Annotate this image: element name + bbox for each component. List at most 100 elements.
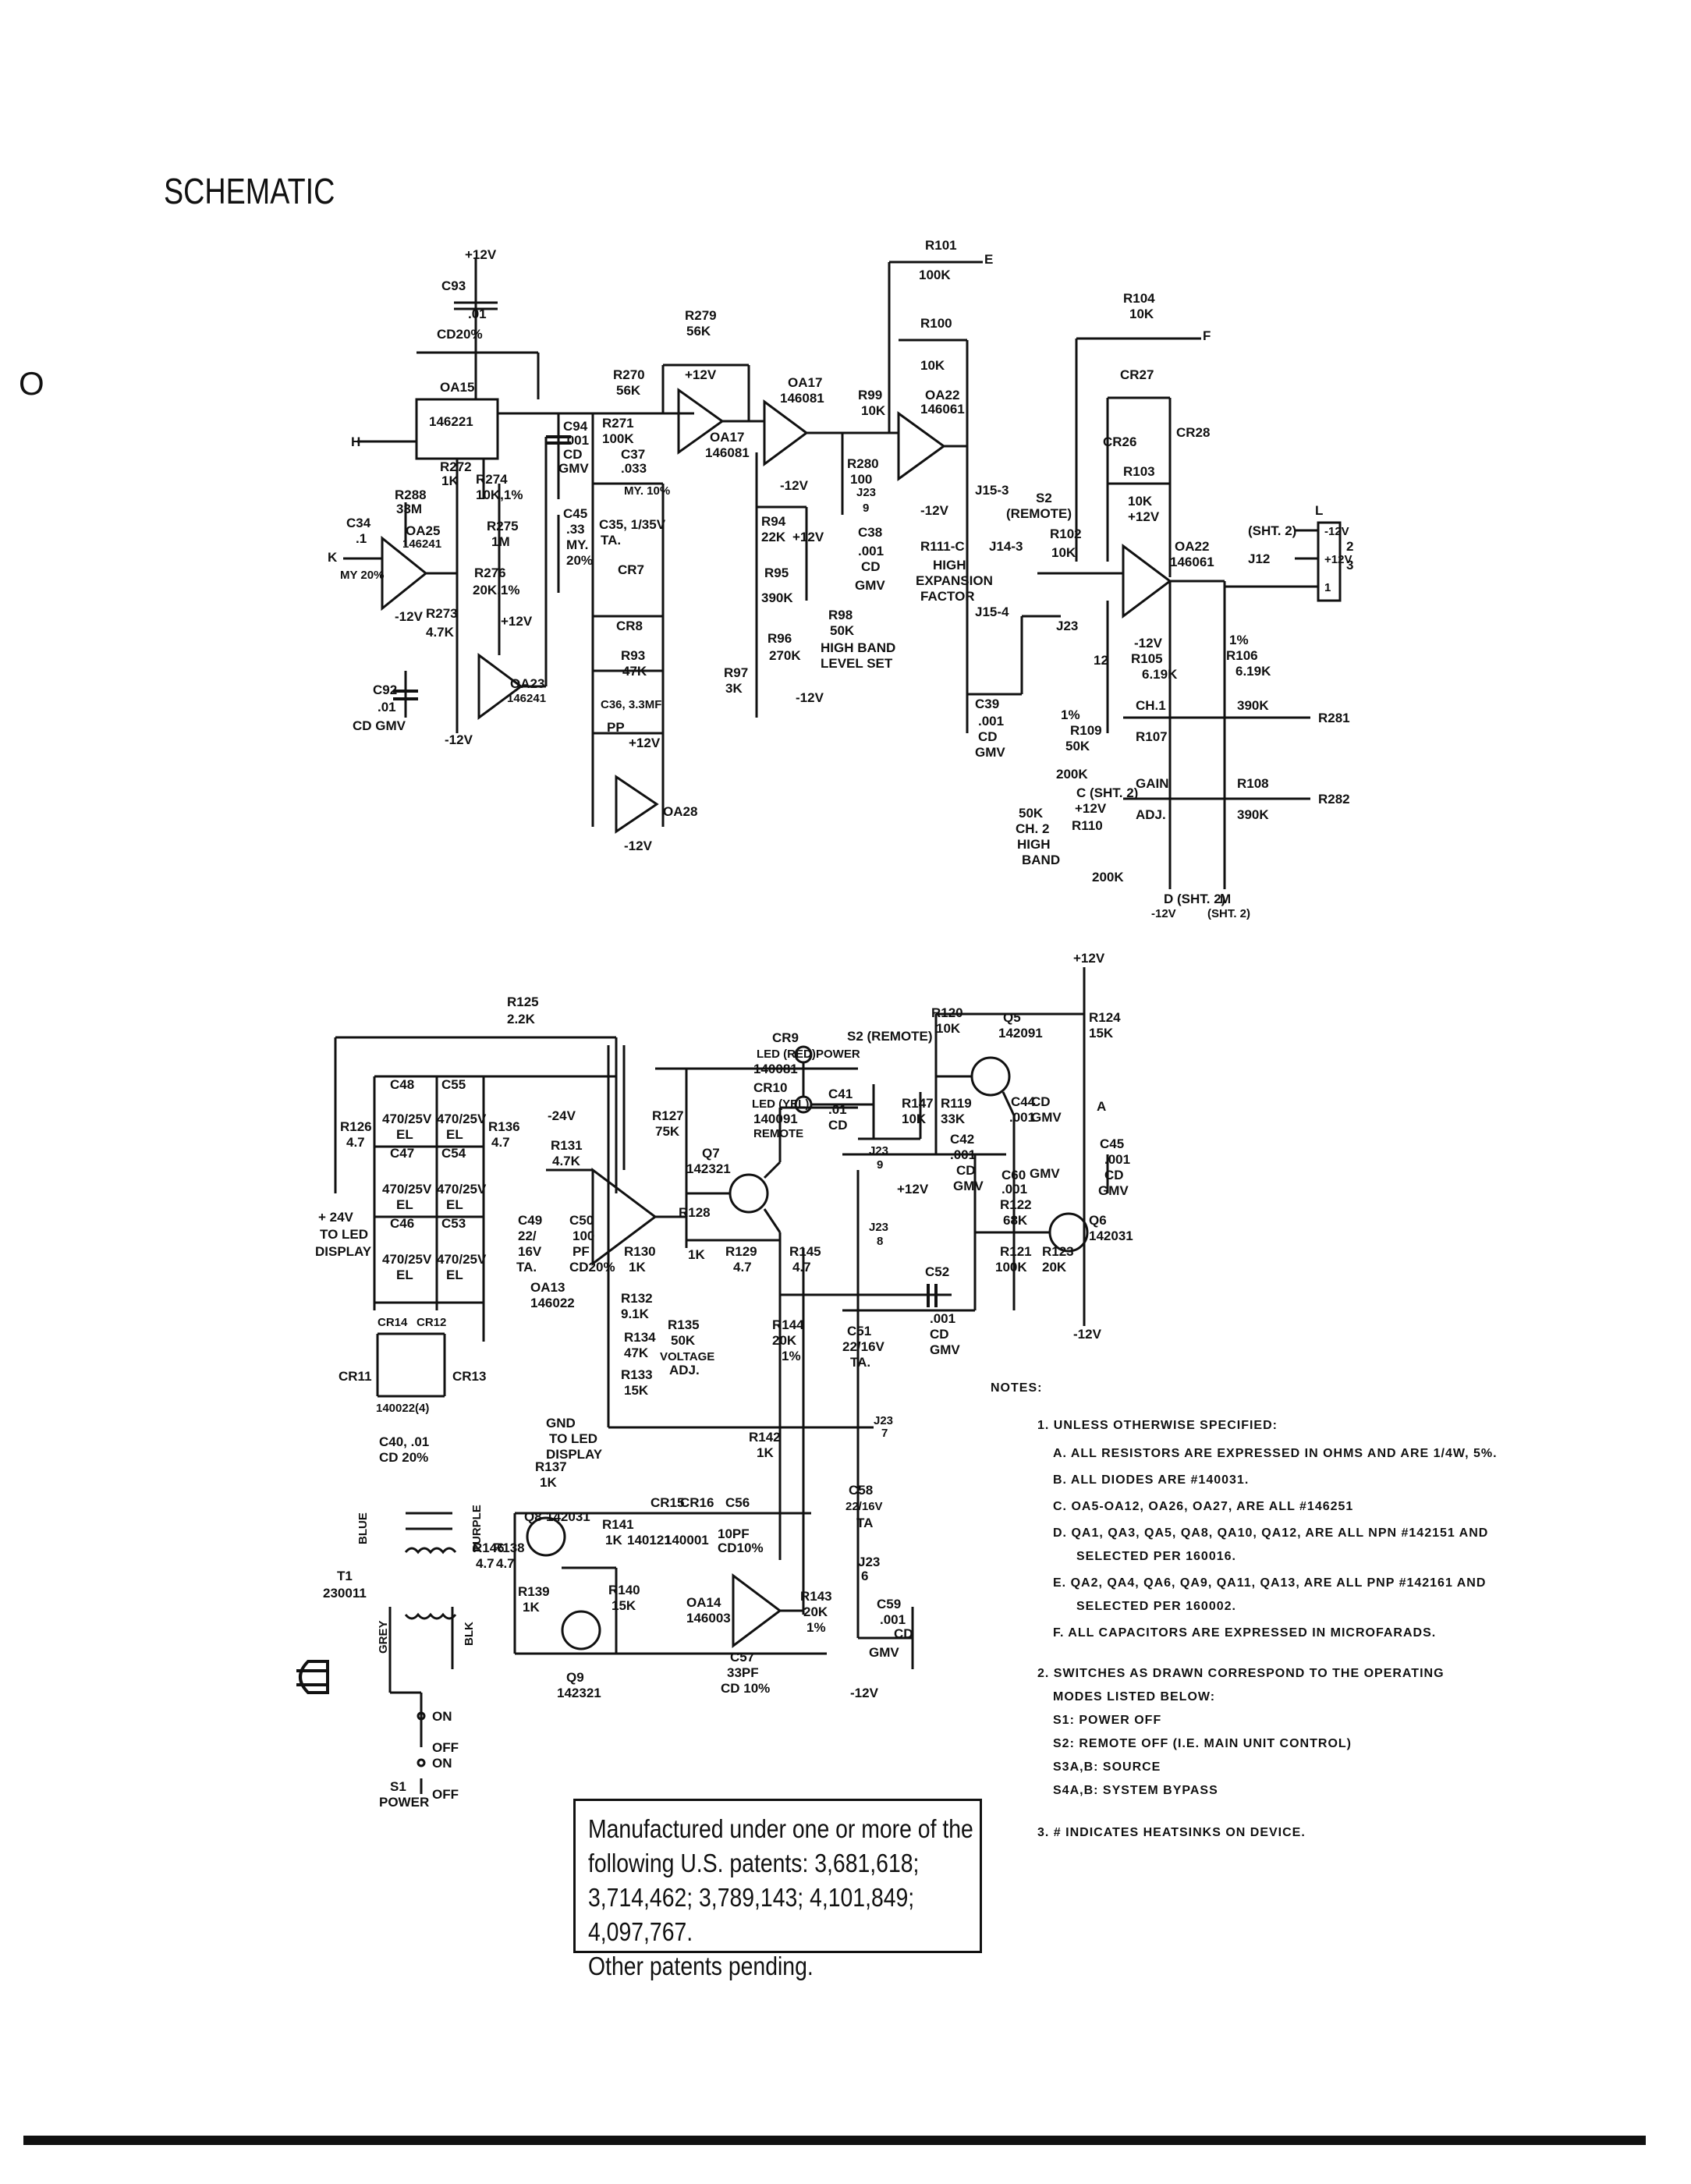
label: GMV (1031, 1110, 1062, 1125)
label: CD (563, 447, 583, 462)
label: HIGH (1017, 837, 1051, 852)
label: C41 (828, 1087, 853, 1101)
label: R104 (1123, 291, 1155, 306)
notes-line: S1: POWER OFF (1053, 1714, 1161, 1727)
label: R141 (602, 1517, 634, 1532)
label: 10K (936, 1021, 961, 1036)
label: CD (1104, 1168, 1124, 1182)
label: -12V (1151, 907, 1176, 920)
label: TA. (601, 533, 621, 548)
label: 22K (761, 530, 786, 544)
label: 146221 (429, 414, 473, 429)
label: R276 (474, 566, 506, 580)
label: J15-3 (975, 483, 1009, 498)
label: 8 (877, 1235, 883, 1248)
q7-transistor (729, 1173, 769, 1214)
label: C92 (373, 682, 397, 697)
label: R280 (847, 456, 879, 471)
label: 16V (518, 1244, 542, 1259)
title-text: SCHEMATIC (164, 171, 335, 211)
label: J23 (1056, 619, 1078, 633)
label: .033 (621, 461, 647, 476)
label: 1% (1061, 707, 1080, 722)
label: -12V (796, 690, 824, 705)
notes-line: MODES LISTED BELOW: (1053, 1690, 1215, 1704)
label: CR14 (378, 1316, 408, 1329)
label: BAND (1022, 853, 1060, 867)
label: ON (432, 1709, 452, 1724)
label: TO LED (549, 1431, 597, 1446)
label: 142091 (998, 1026, 1043, 1041)
label: C42 (950, 1132, 974, 1147)
label: GAIN (1136, 776, 1169, 791)
label: 140091 (753, 1112, 798, 1126)
label: 6.19K (1235, 664, 1271, 679)
top-circuit-labels: +12V C93 .01 CD20% OA15 146221 H R272 1K… (328, 238, 1353, 920)
label: .001 (1001, 1182, 1027, 1197)
label: 33M (396, 502, 422, 516)
label: +12V (1324, 553, 1352, 566)
label: 1M (491, 534, 510, 549)
notes-line: S2: REMOTE OFF (I.E. MAIN UNIT CONTROL) (1053, 1737, 1352, 1750)
label: CD (894, 1626, 913, 1641)
label: C46 (390, 1216, 414, 1231)
label: CR13 (452, 1369, 486, 1384)
label: 146022 (530, 1296, 575, 1310)
label: ADJ. (1136, 807, 1166, 822)
label: 470/25V (382, 1112, 432, 1126)
label: R107 (1136, 729, 1168, 744)
label: 142031 (546, 1509, 590, 1524)
label: +12V (1128, 509, 1160, 524)
label: C45 (563, 506, 587, 521)
label: K (328, 550, 338, 565)
label: POWER (816, 1048, 860, 1061)
label: R122 (1000, 1197, 1032, 1212)
label: VOLTAGE (660, 1350, 714, 1363)
label: S2 (1036, 491, 1052, 505)
label: (SHT. 2) (1207, 907, 1250, 920)
label: CD (956, 1163, 976, 1178)
scan-edge-bar (23, 2136, 1646, 2145)
label: R279 (685, 308, 717, 323)
label: Q5 (1003, 1010, 1021, 1025)
label: CR9 (772, 1030, 799, 1045)
label: OA25 (406, 523, 440, 538)
label: F (1203, 328, 1211, 343)
label: 50K (830, 623, 855, 638)
label: EL (396, 1197, 413, 1212)
label: J23 (858, 1555, 880, 1569)
label: M (1220, 892, 1231, 906)
label: HIGH (933, 558, 966, 573)
label: R127 (652, 1108, 684, 1123)
label: CR12 (417, 1316, 446, 1329)
notes-line: B. ALL DIODES ARE #140031. (1053, 1473, 1249, 1487)
label: .001 (1009, 1110, 1035, 1125)
label: 230011 (323, 1586, 367, 1601)
label: R123 (1042, 1244, 1074, 1259)
label: R271 (602, 416, 634, 431)
label: CD 20% (379, 1450, 428, 1465)
label: 270K (769, 648, 801, 663)
patent-line: Other patents pending. (588, 1952, 814, 1980)
label: R94 (761, 514, 786, 529)
label: 200K (1092, 870, 1124, 885)
label: C57 (730, 1650, 754, 1665)
label: 56K (686, 324, 711, 339)
label: 140001 (665, 1533, 709, 1548)
label: 100 (850, 472, 872, 487)
label: OA28 (663, 804, 697, 819)
label: Q9 (566, 1670, 584, 1685)
label: GMV (1098, 1183, 1129, 1198)
label: 100K (995, 1260, 1027, 1275)
label: 20% (566, 553, 593, 568)
side-mark: O (19, 365, 44, 402)
label: OA13 (530, 1280, 565, 1295)
page-title: SCHEMATIC (164, 170, 373, 212)
label: C54 (441, 1146, 466, 1161)
bottom-circuit-labels: R125 2.2K C48 C55 470/25V EL 470/25V EL … (315, 951, 1133, 1810)
label: +12V (1075, 801, 1107, 816)
label: C48 (390, 1077, 414, 1092)
label: 470/25V (437, 1112, 487, 1126)
label: -12V (1324, 525, 1349, 538)
label: + 24V (318, 1210, 354, 1225)
